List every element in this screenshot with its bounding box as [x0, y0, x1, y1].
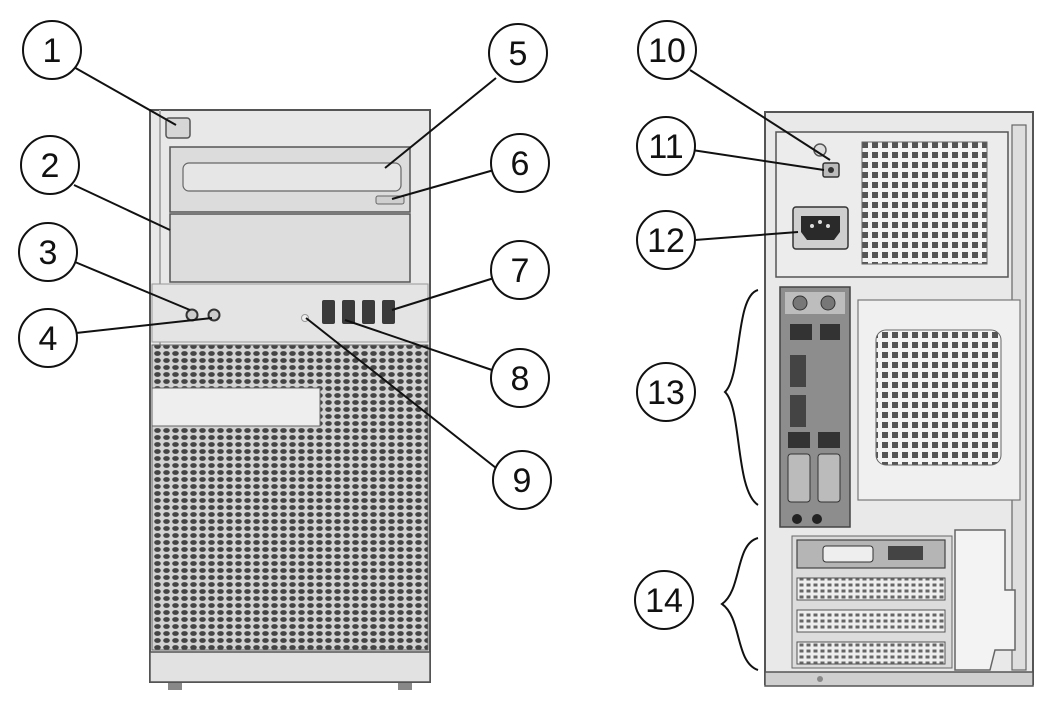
callout-7: 7 — [490, 240, 550, 300]
callout-3: 3 — [18, 222, 78, 282]
callout-14: 14 — [634, 570, 694, 630]
leader-line-10 — [689, 69, 831, 161]
callout-8: 8 — [490, 348, 550, 408]
leader-line-1 — [71, 65, 177, 126]
expansion-slot-1 — [796, 577, 946, 601]
line-in-connector[interactable] — [812, 514, 822, 524]
callout-4: 4 — [18, 308, 78, 368]
brace-14 — [720, 537, 759, 671]
front-usb-port-1[interactable] — [322, 300, 335, 324]
vga-connector[interactable] — [817, 453, 841, 503]
leader-line-9 — [305, 317, 497, 469]
leader-line-12 — [694, 231, 799, 241]
leader-line-6 — [391, 169, 495, 200]
power-supply-diagnostic-button[interactable] — [828, 167, 834, 173]
front-usb-port-4[interactable] — [382, 300, 395, 324]
callout-9: 9 — [492, 450, 552, 510]
callout-13: 13 — [636, 362, 696, 422]
callout-label-2: 2 — [41, 147, 60, 185]
leader-line-8 — [344, 319, 493, 371]
leader-line-7 — [391, 277, 495, 311]
callout-label-3: 3 — [39, 234, 58, 272]
leader-line-5 — [384, 77, 497, 169]
front-foot-right — [398, 680, 412, 690]
callout-label-6: 6 — [511, 145, 530, 183]
callout-2: 2 — [20, 135, 80, 195]
rear-usb-port-b[interactable] — [788, 432, 810, 448]
back-view — [764, 111, 1034, 687]
power-supply-fan-grill — [861, 141, 988, 265]
callout-1: 1 — [22, 20, 82, 80]
expansion-slot-latch[interactable] — [954, 529, 1016, 671]
callout-12: 12 — [636, 210, 696, 270]
back-bottom-rail — [764, 671, 1034, 687]
brace-13 — [723, 289, 759, 506]
rear-usb-port-c[interactable] — [818, 432, 840, 448]
callout-label-1: 1 — [43, 32, 62, 70]
leader-line-4 — [75, 317, 213, 334]
expansion-card-connector[interactable] — [822, 545, 874, 563]
displayport-connector-2[interactable] — [790, 395, 806, 427]
callout-label-8: 8 — [511, 360, 530, 398]
displayport-connector-1[interactable] — [790, 355, 806, 387]
callout-label-5: 5 — [509, 35, 528, 73]
rear-fan-grill — [875, 329, 1002, 466]
optical-drive-tray — [182, 162, 402, 192]
callout-11: 11 — [636, 116, 696, 176]
power-connector[interactable] — [801, 216, 840, 240]
optical-drive-bay-blank — [169, 213, 411, 283]
leader-line-11 — [691, 149, 825, 171]
expansion-slot-2 — [796, 609, 946, 633]
network-connector[interactable] — [820, 324, 840, 340]
leader-line-2 — [73, 184, 171, 231]
line-out-connector[interactable] — [792, 514, 802, 524]
expansion-slot-3 — [796, 641, 946, 665]
callout-label-13: 13 — [647, 374, 685, 412]
front-usb-port-2[interactable] — [342, 300, 355, 324]
serial-connector[interactable] — [787, 453, 811, 503]
callout-label-7: 7 — [511, 252, 530, 290]
callout-label-11: 11 — [648, 128, 683, 166]
callout-label-14: 14 — [645, 582, 683, 620]
rear-usb-port-a[interactable] — [790, 324, 812, 340]
front-view — [149, 109, 431, 690]
front-bottom-plinth — [149, 651, 431, 683]
callout-10: 10 — [637, 20, 697, 80]
front-foot-left — [168, 680, 182, 690]
callout-label-9: 9 — [513, 462, 532, 500]
callout-label-4: 4 — [39, 320, 58, 358]
leader-lines — [71, 65, 831, 671]
back-screw — [817, 676, 823, 682]
front-usb-port-3[interactable] — [362, 300, 375, 324]
callout-label-12: 12 — [647, 222, 685, 260]
callout-6: 6 — [490, 133, 550, 193]
callouts: 1 2 3 4 5 6 7 8 — [18, 20, 697, 630]
front-badge-plate — [151, 387, 321, 427]
leader-line-3 — [74, 261, 191, 311]
expansion-card-port[interactable] — [888, 546, 923, 560]
callout-5: 5 — [488, 23, 548, 83]
callout-label-10: 10 — [648, 32, 686, 70]
